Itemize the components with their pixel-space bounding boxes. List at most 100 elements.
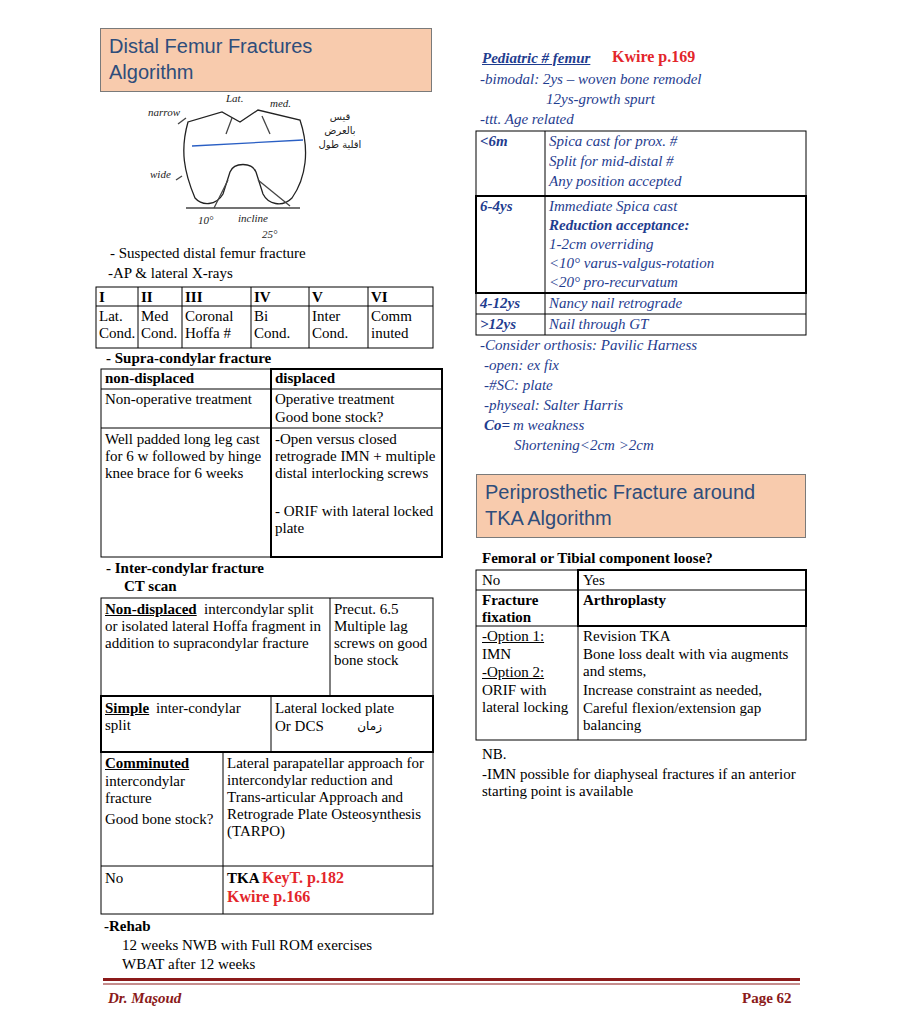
text-label: IV [254, 289, 307, 306]
text-label: 4-12ys [480, 295, 540, 312]
text-label: - Supra-condylar fracture [106, 350, 406, 367]
text-label: -ttt. Age related [480, 111, 680, 128]
text-label: Kwire p.169 [612, 48, 732, 65]
text-label: TKA [227, 870, 263, 887]
text-label: Nancy nail retrograde [549, 295, 799, 312]
text-label: Pediatric # femur [482, 50, 610, 67]
text-label: Careful flexion/extension gap balancing [583, 700, 803, 734]
footer-rule [103, 978, 800, 984]
text-label: - Inter-condylar fracture [106, 560, 406, 577]
text-label: 12 weeks NWB with Full ROM exercises [122, 937, 442, 954]
text-label: -#SC: plate [484, 377, 784, 394]
text-label: 12ys-growth spurt [546, 91, 746, 108]
text-label: Comminuted [105, 755, 220, 772]
title-text: Distal Femur Fractures Algorithm [109, 33, 339, 85]
text-label: زمان [332, 718, 382, 735]
text-label: -bimodal: 2ys – woven bone remodel [480, 71, 800, 88]
text-label: I [99, 289, 135, 306]
text-label: Lateral locked plate [275, 700, 430, 717]
text-label: Kwire p.166 [227, 888, 347, 905]
text-label: Comm inuted [371, 308, 431, 342]
text-label: -Option 1: [482, 628, 572, 645]
text-label: Bone loss dealt with via augments and st… [583, 646, 803, 680]
text-label: Good bone stock? [105, 811, 220, 828]
text-label: Increase constraint as needed, [583, 682, 803, 699]
text-label: -physeal: Salter Harris [484, 397, 784, 414]
text-label: ORIF with lateral locking [482, 682, 572, 716]
text-label: Nail through GT [549, 316, 799, 333]
text-label: قيس بالعرض اقلية طول [318, 110, 362, 152]
text-label: II [141, 289, 180, 306]
text-label: Coronal Hoffa # [185, 308, 249, 342]
text-label: Lat. [226, 92, 266, 105]
text-label: Split for mid-distal # [549, 153, 799, 170]
text-label: KeyT. p.182 [262, 869, 382, 886]
text-label: - ORIF with lateral locked plate [275, 503, 437, 537]
text-label: Co= [484, 417, 512, 434]
text-label: -open: ex fix [484, 357, 784, 374]
text-label: -AP & lateral X-rays [108, 265, 408, 282]
text-label: Spica cast for prox. # [549, 133, 799, 150]
text-label: non-displaced [105, 370, 265, 387]
text-label: III [185, 289, 249, 306]
text-label: Bi Cond. [254, 308, 307, 342]
text-label: <20° pro-recurvatum [549, 274, 799, 291]
text-label: Fracture fixation [482, 592, 572, 626]
text-label: No [482, 572, 572, 589]
text-label: Med Cond. [141, 308, 180, 342]
text-label: <6m [480, 133, 540, 150]
text-label: -Open versus closed retrograde IMN + mul… [275, 431, 437, 482]
text-label: Yes [583, 572, 783, 589]
text-label: Inter Cond. [312, 308, 366, 342]
text-label: 25° [262, 228, 292, 241]
text-label: inter-condylar split [105, 700, 265, 734]
text-label: m weakness [513, 417, 713, 434]
text-label: Lateral parapatellar approach for interc… [227, 755, 430, 840]
text-label: Shortening<2cm >2cm [514, 437, 764, 454]
text-label: Well padded long leg cast for 6 w follow… [105, 431, 265, 482]
text-label: Arthroplasty [583, 592, 783, 609]
text-label: wide [150, 168, 180, 181]
text-label: Immediate Spica cast [549, 198, 799, 215]
text-label: incline [238, 212, 283, 225]
text-label: No [105, 870, 205, 887]
text-label: -IMN possible for diaphyseal fractures i… [482, 766, 812, 800]
table-grid [96, 131, 806, 914]
text-label: med. [270, 97, 310, 110]
text-label: -Option 2: [482, 664, 572, 681]
text-label: 6-4ys [480, 198, 540, 215]
text-label: NB. [482, 746, 582, 763]
text-label: 10° [198, 214, 226, 227]
text-label: Operative treatment [275, 391, 435, 408]
text-label: intercondylar split or isolated lateral … [105, 601, 327, 652]
text-label: displaced [275, 370, 435, 387]
title-box: Distal Femur Fractures Algorithm [100, 28, 432, 92]
text-label: Good bone stock? [275, 409, 435, 426]
text-label: Page 62 [742, 990, 802, 1007]
text-label: WBAT after 12 weeks [122, 956, 442, 973]
text-label: V [312, 289, 366, 306]
title-text: Periprosthetic Fracture around TKA Algor… [485, 479, 790, 531]
text-label: Any position accepted [549, 173, 799, 190]
text-label: Non-operative treatment [105, 391, 255, 408]
text-label: Dr. Maʂoud [108, 990, 258, 1007]
text-label: VI [371, 289, 431, 306]
text-label: Precut. 6.5 Multiple lag screws on good … [334, 601, 428, 669]
text-label: Reduction acceptance: [549, 217, 799, 234]
title-box: Periprosthetic Fracture around TKA Algor… [476, 474, 806, 538]
text-label: IMN [482, 646, 572, 663]
text-label: Non-displaced [105, 601, 215, 618]
text-label: Femoral or Tibial component loose? [482, 550, 802, 567]
text-label: Revision TKA [583, 628, 803, 645]
femur-sketch [176, 110, 306, 208]
text-label: narrow [148, 106, 188, 119]
text-label: Lat. Cond. [99, 308, 137, 342]
text-label: -Rehab [104, 918, 204, 935]
text-label: - Suspected distal femur fracture [110, 245, 440, 262]
text-label: <10° varus-valgus-rotation [549, 255, 799, 272]
text-label: Or DCS [275, 718, 335, 735]
text-label: >12ys [480, 316, 540, 333]
text-label: CT scan [124, 578, 224, 595]
text-label: 1-2cm overriding [549, 236, 799, 253]
text-label: -Consider orthosis: Pavilic Harness [480, 337, 800, 354]
